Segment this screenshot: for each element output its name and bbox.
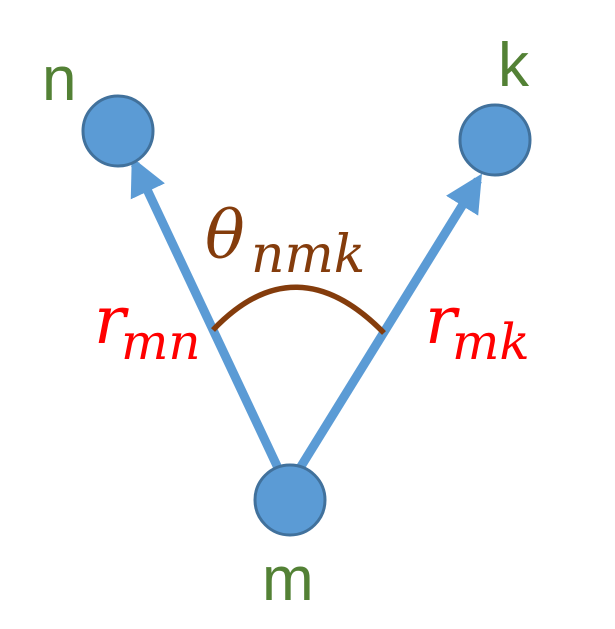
angle-label: θ nmk <box>205 197 365 285</box>
label-m: m <box>262 545 314 614</box>
angle-symbol: θ <box>205 197 245 274</box>
bond-label-mk: r mk <box>425 282 530 371</box>
angle-arc <box>211 284 386 335</box>
label-n: n <box>42 45 76 114</box>
label-k: k <box>498 31 530 100</box>
bond-mn-symbol: r <box>94 282 129 359</box>
bond-arrow-mn <box>130 157 283 470</box>
atom-m <box>253 463 327 537</box>
atom-k <box>458 103 532 177</box>
bond-mn-subscript: mn <box>121 313 201 371</box>
atom-n <box>81 94 155 168</box>
bond-mk-symbol: r <box>425 282 460 359</box>
bond-label-mn: r mn <box>94 282 201 371</box>
bond-mk-subscript: mk <box>452 313 530 371</box>
angle-subscript: nmk <box>251 225 365 285</box>
bond-arrow-mk <box>296 173 482 471</box>
